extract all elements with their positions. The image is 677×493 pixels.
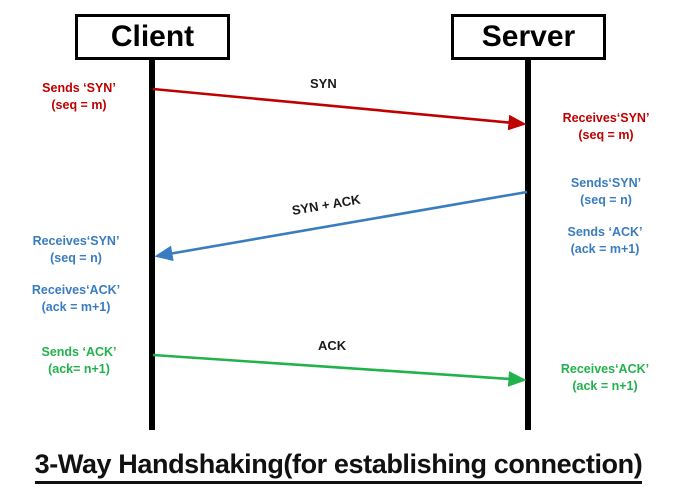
note-line: (seq = m) (578, 128, 634, 142)
note-line: Receives‘ACK’ (560, 362, 650, 376)
note-line: Receives‘SYN’ (562, 111, 650, 125)
note-line: Sends ‘SYN’ (42, 81, 116, 95)
note-line: Sends ‘ACK’ (567, 225, 643, 239)
actor-label-client: Client (110, 20, 195, 53)
note-line: Sends‘SYN’ (570, 176, 642, 190)
note-line: Receives‘ACK’ (31, 283, 121, 297)
actor-box-client: Client (75, 14, 230, 60)
diagram-caption: 3-Way Handshaking(for establishing conne… (0, 449, 677, 485)
note-line: (ack = m+1) (570, 242, 640, 256)
message-arrow-syn-ack (154, 190, 528, 262)
note-line: (ack= n+1) (48, 362, 110, 376)
message-arrow-syn (152, 87, 527, 131)
note-client-sends-syn: Sends ‘SYN’ (seq = m) (18, 80, 140, 114)
message-arrow-ack (152, 353, 527, 387)
note-server-sends-ack: Sends ‘ACK’ (ack = m+1) (541, 224, 669, 258)
note-line: (seq = m) (51, 98, 107, 112)
message-label-syn: SYN (310, 76, 337, 91)
note-server-receives-ack: Receives‘ACK’ (ack = n+1) (541, 361, 669, 395)
note-line: (ack = m+1) (41, 300, 111, 314)
note-client-sends-ack: Sends ‘ACK’ (ack= n+1) (18, 344, 140, 378)
note-line: Receives‘SYN’ (32, 234, 120, 248)
actor-label-server: Server (481, 20, 576, 53)
diagram-caption-text: 3-Way Handshaking(for establishing conne… (34, 449, 643, 485)
note-line: Sends ‘ACK’ (41, 345, 117, 359)
note-server-sends-syn: Sends‘SYN’ (seq = n) (545, 175, 667, 209)
actor-box-server: Server (451, 14, 606, 60)
note-line: (seq = n) (50, 251, 102, 265)
note-line: (seq = n) (580, 193, 632, 207)
note-line: (ack = n+1) (572, 379, 638, 393)
note-client-receives-ack: Receives‘ACK’ (ack = m+1) (12, 282, 140, 316)
message-label-ack: ACK (318, 338, 347, 353)
note-client-receives-syn: Receives‘SYN’ (seq = n) (12, 233, 140, 267)
note-server-receives-syn: Receives‘SYN’ (seq = m) (545, 110, 667, 144)
